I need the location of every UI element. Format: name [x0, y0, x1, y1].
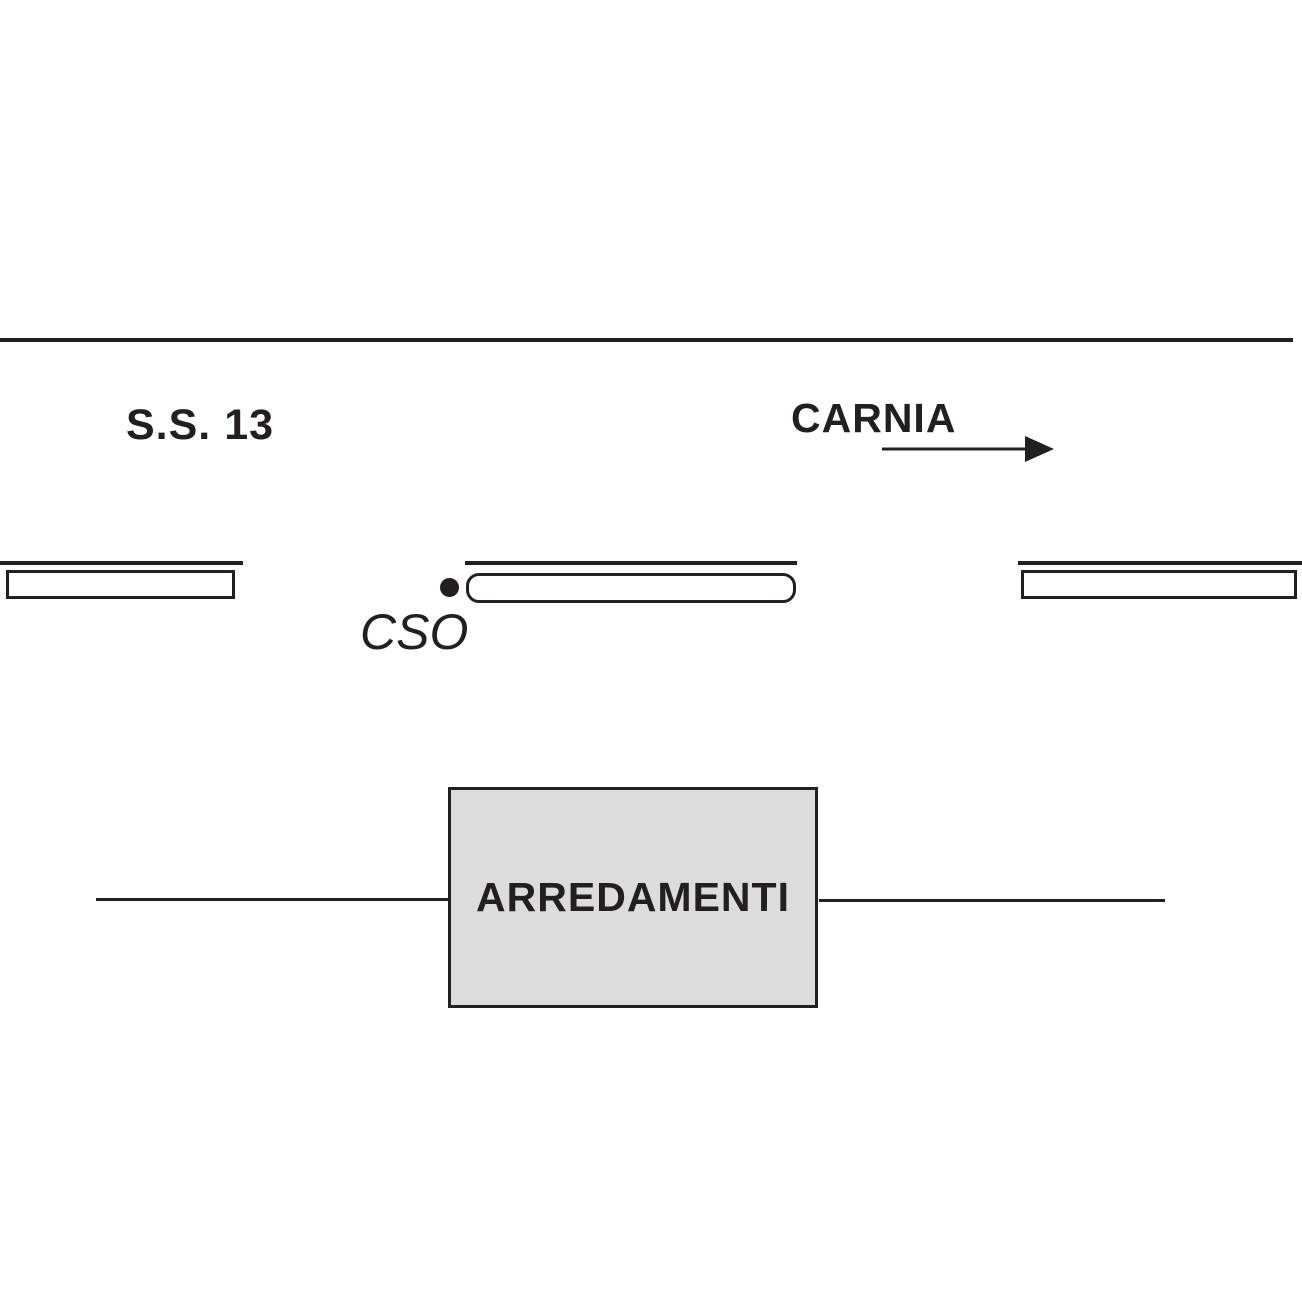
- entrance-label: CSO: [360, 604, 469, 660]
- building-box: ARREDAMENTI: [448, 787, 818, 1008]
- middle-divider-box: [466, 573, 796, 603]
- left-divider-line: [0, 561, 243, 565]
- main-road-line: [0, 338, 1293, 342]
- right-arrow-icon: [882, 436, 1054, 462]
- right-divider-box: [1021, 570, 1297, 599]
- entrance-marker-dot: [440, 578, 459, 597]
- side-road-right-line: [819, 899, 1165, 902]
- side-road-left-line: [96, 898, 448, 901]
- direction-label: CARNIA: [791, 395, 957, 441]
- right-divider-line: [1018, 561, 1302, 565]
- middle-divider-line: [465, 561, 797, 565]
- building-name-label: ARREDAMENTI: [476, 874, 790, 920]
- road-name-label: S.S. 13: [126, 401, 275, 449]
- left-divider-box: [6, 570, 235, 599]
